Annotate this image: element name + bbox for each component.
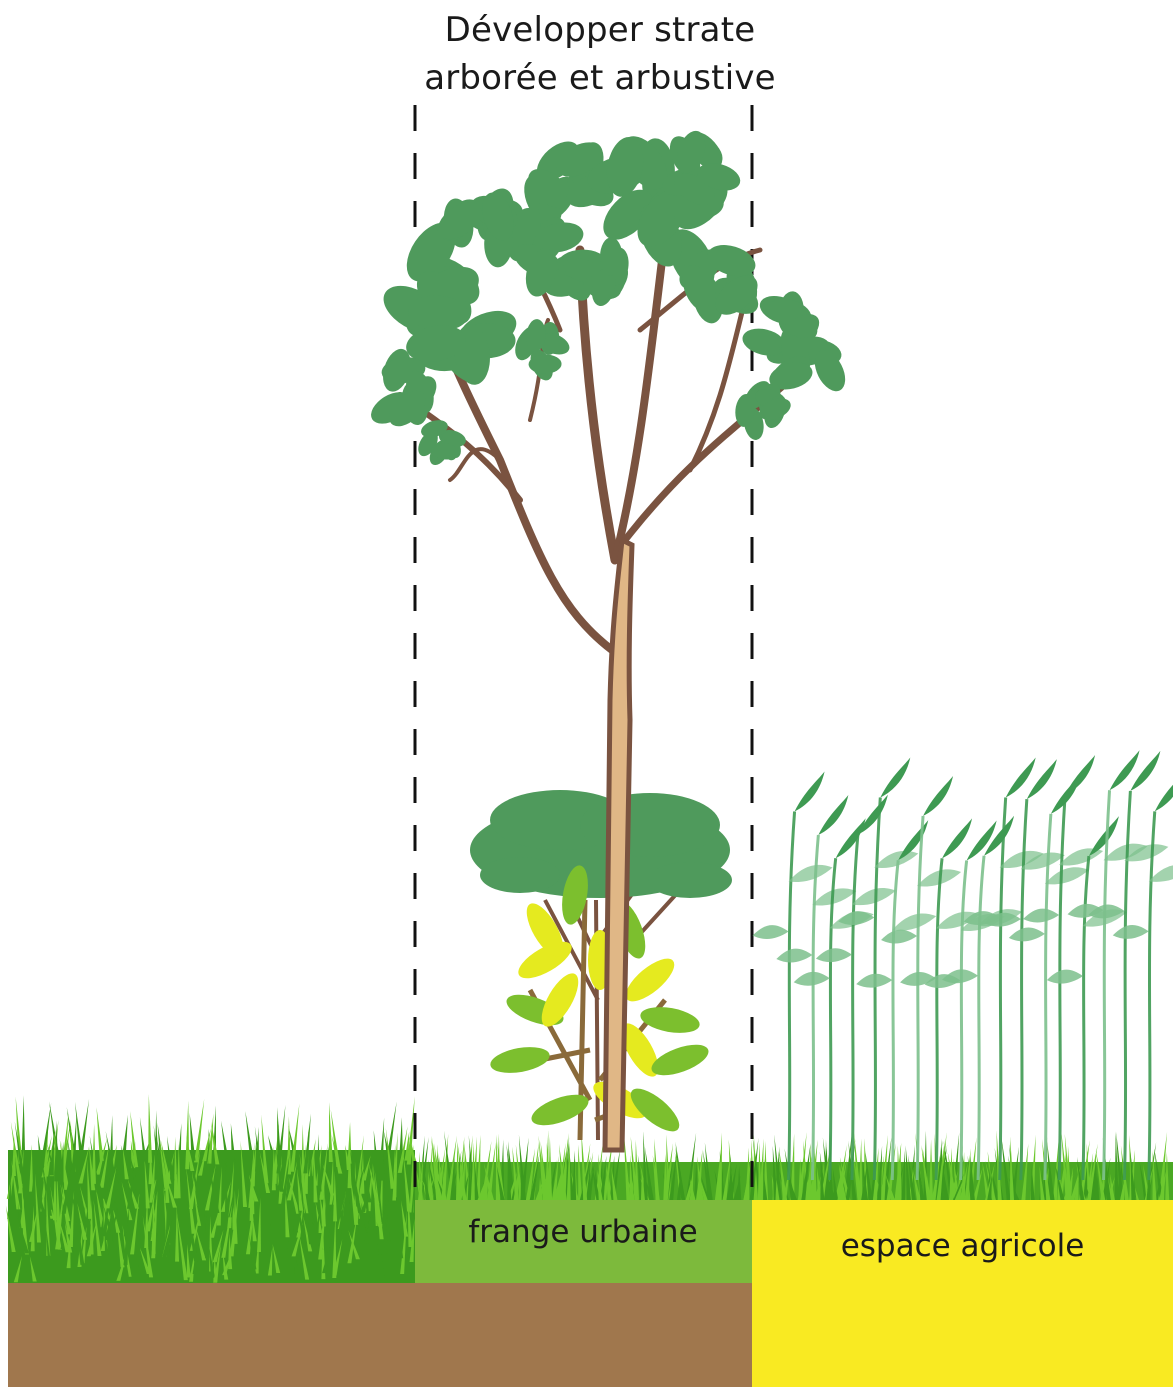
shrub-icon	[488, 863, 712, 1140]
crop-field-icon	[753, 750, 1173, 1180]
tall-tree-icon	[366, 126, 852, 1150]
soil-block	[8, 1283, 752, 1387]
diagram-title-line-1: Développer strate	[380, 10, 820, 50]
diagram-title-line-2: arborée et arbustive	[380, 58, 820, 98]
zone-label-agricultural: espace agricole	[752, 1228, 1173, 1264]
lawn-left	[6, 1094, 417, 1283]
zone-label-urban-fringe: frange urbaine	[415, 1214, 751, 1250]
